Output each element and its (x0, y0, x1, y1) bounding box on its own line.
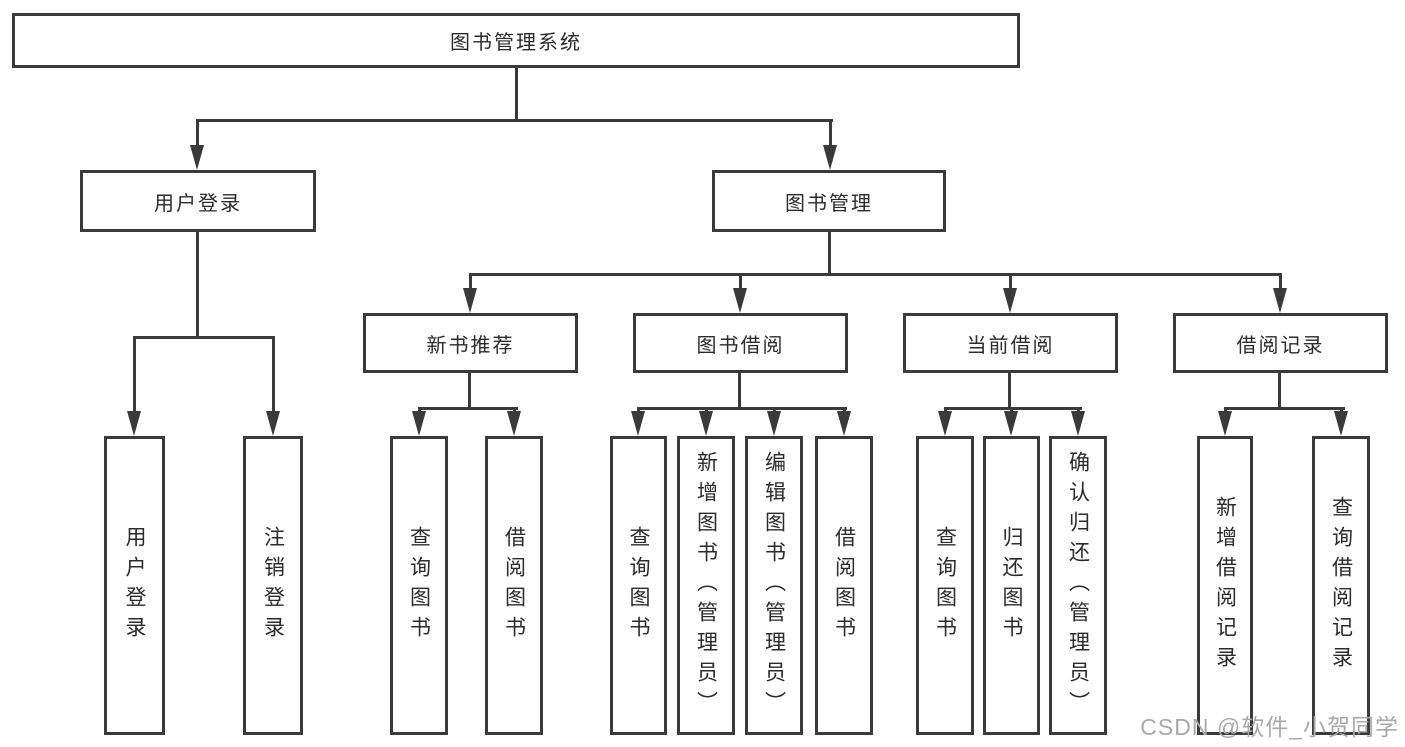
arrow-down-icon (631, 411, 645, 436)
arrow-down-icon (767, 411, 781, 436)
connector-root-stem (515, 66, 518, 120)
leaf-query-books-current: 查询图书 (916, 436, 974, 735)
node-user-login: 用户登录 (80, 170, 316, 232)
connector-drop (418, 407, 421, 413)
arrow-down-icon (699, 411, 713, 436)
csdn-watermark: CSDN @软件_小贺同学 (1140, 714, 1399, 740)
connector-stem (738, 371, 741, 408)
node-label: 查询图书 (933, 525, 957, 646)
node-label: 新增借阅记录 (1213, 495, 1237, 676)
connector-drop (1077, 407, 1080, 413)
node-new-book-recommend: 新书推荐 (363, 313, 578, 373)
node-label: 借阅图书 (502, 525, 526, 646)
node-label: 当前借阅 (966, 334, 1055, 357)
connector-drop (513, 407, 516, 413)
connector-user-login-bus (133, 336, 275, 339)
node-book-management: 图书管理 (712, 170, 946, 232)
arrow-down-icon (266, 411, 280, 436)
arrow-down-icon (938, 411, 952, 436)
connector-drop (637, 407, 640, 413)
arrow-down-icon (190, 145, 204, 170)
connector-book-mgmt-stem (828, 230, 831, 274)
connector-bus (1224, 407, 1345, 410)
connector-drop (944, 407, 947, 413)
arrow-down-icon (463, 288, 477, 313)
leaf-borrow-books-recommend: 借阅图书 (485, 436, 543, 735)
leaf-user-login: 用户登录 (104, 436, 165, 735)
arrow-down-icon (507, 411, 521, 436)
leaf-query-borrow-record: 查询借阅记录 (1312, 436, 1370, 735)
arrow-down-icon (1218, 411, 1232, 436)
node-borrowing-records: 借阅记录 (1173, 313, 1388, 373)
connector-book-mgmt-bus (469, 273, 1282, 276)
connector-drop (1279, 273, 1282, 289)
arrow-down-icon (1273, 288, 1287, 313)
connector-drop (1010, 407, 1013, 413)
connector-drop (705, 407, 708, 413)
node-label: 查询图书 (627, 525, 650, 646)
leaf-add-borrow-record: 新增借阅记录 (1197, 436, 1253, 735)
connector-drop (739, 273, 742, 289)
arrow-down-icon (127, 411, 141, 436)
connector-bus (418, 407, 518, 410)
connector-stem (468, 371, 471, 408)
node-label: 图书管理 (785, 192, 873, 215)
connector-drop (272, 336, 275, 412)
node-label: 借阅记录 (1236, 334, 1325, 357)
connector-stem (1008, 371, 1011, 408)
connector-user-login-stem (196, 230, 199, 337)
arrow-down-icon (412, 411, 426, 436)
leaf-edit-book-admin: 编辑图书（管理员） (745, 436, 803, 735)
leaf-borrow-books: 借阅图书 (815, 436, 873, 735)
node-label: 新增图书（管理员） (694, 450, 718, 721)
leaf-query-books-recommend: 查询图书 (390, 436, 448, 735)
arrow-down-icon (733, 288, 747, 313)
arrow-down-icon (1334, 411, 1348, 436)
node-label: 查询借阅记录 (1329, 495, 1353, 676)
leaf-confirm-return-admin: 确认归还（管理员） (1049, 436, 1107, 735)
connector-stem (1278, 371, 1281, 408)
node-label: 借阅图书 (832, 525, 856, 646)
arrow-down-icon (837, 411, 851, 436)
connector-bus (944, 407, 1082, 410)
connector-bus (637, 407, 847, 410)
node-label: 查询图书 (407, 525, 431, 646)
node-label: 图书借阅 (696, 334, 785, 357)
node-label: 注销登录 (261, 525, 285, 646)
leaf-return-book: 归还图书 (983, 436, 1040, 735)
connector-drop (773, 407, 776, 413)
leaf-add-book-admin: 新增图书（管理员） (677, 436, 735, 735)
connector-drop (133, 336, 136, 412)
arrow-down-icon (1071, 411, 1085, 436)
node-library-system: 图书管理系统 (12, 13, 1020, 68)
arrow-down-icon (1003, 288, 1017, 313)
node-label: 编辑图书（管理员） (762, 450, 786, 721)
leaf-logout: 注销登录 (243, 436, 303, 735)
node-label: 用户登录 (123, 525, 146, 646)
connector-root-bus (196, 119, 833, 122)
node-label: 归还图书 (1000, 525, 1023, 646)
node-book-borrowing: 图书借阅 (633, 313, 848, 373)
node-current-borrowing: 当前借阅 (903, 313, 1118, 373)
connector-drop (829, 119, 832, 146)
connector-drop (843, 407, 846, 413)
arrow-down-icon (1004, 411, 1018, 436)
connector-drop (1340, 407, 1343, 413)
connector-drop (469, 273, 472, 289)
connector-drop (1224, 407, 1227, 413)
node-label: 用户登录 (154, 192, 242, 215)
arrow-down-icon (823, 145, 837, 170)
connector-drop (1009, 273, 1012, 289)
connector-drop (196, 119, 199, 146)
node-label: 图书管理系统 (450, 32, 582, 54)
node-label: 确认归还（管理员） (1066, 450, 1090, 721)
node-label: 新书推荐 (426, 334, 515, 357)
leaf-query-books-borrowing: 查询图书 (610, 436, 667, 735)
